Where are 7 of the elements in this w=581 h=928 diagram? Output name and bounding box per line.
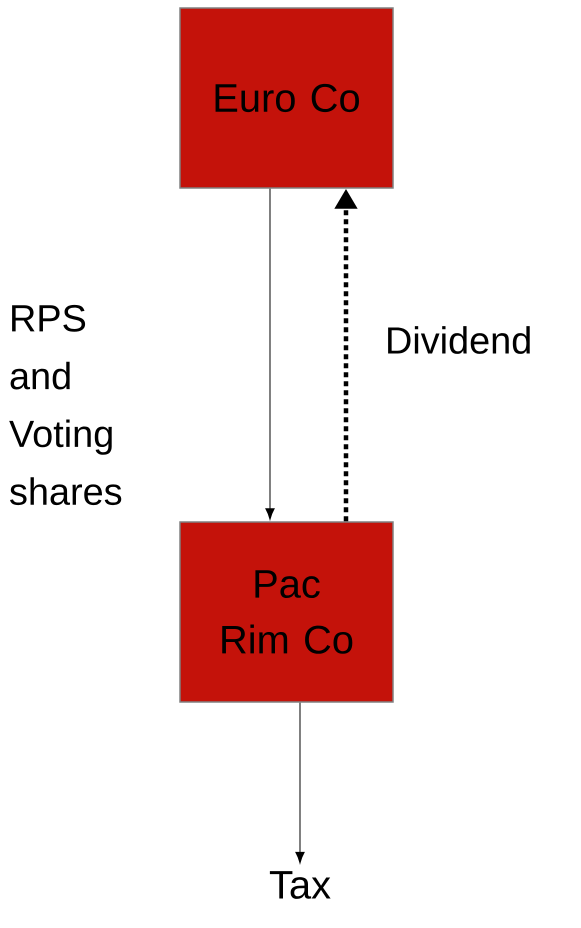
company-box: Pac Rim Co xyxy=(179,521,394,703)
edge-label: RPS and Voting shares xyxy=(9,304,122,506)
edge-label: Dividend xyxy=(388,326,530,354)
node-label: Tax xyxy=(270,871,331,899)
company-box: Euro Co xyxy=(179,7,394,189)
arrow xyxy=(265,188,275,520)
arrow xyxy=(295,702,305,864)
